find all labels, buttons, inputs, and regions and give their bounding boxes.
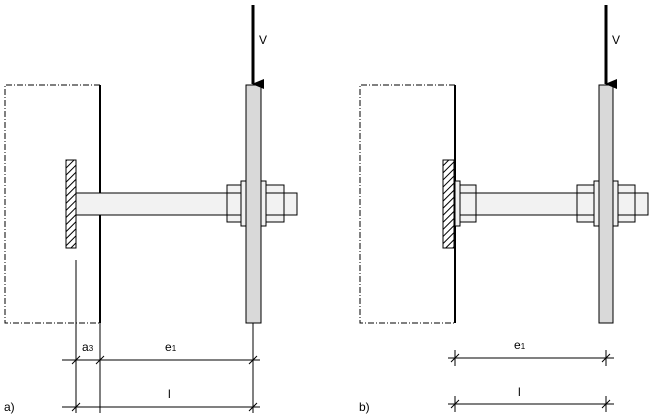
- e1-label: e1: [514, 338, 526, 352]
- tick-l-left: [450, 399, 460, 409]
- nut-left: [576, 184, 597, 223]
- panel-label-a: a): [4, 400, 15, 414]
- e1-label: e1: [165, 340, 177, 354]
- washer-left: [240, 180, 247, 227]
- panel-label-b: b): [359, 400, 370, 414]
- washer-wall: [454, 180, 461, 227]
- rod-tip: [634, 192, 649, 216]
- base-plate: [598, 84, 614, 324]
- anchor-rod: [75, 192, 228, 216]
- nut-right: [617, 184, 636, 223]
- tick-l-left: [71, 402, 81, 412]
- anchor-plate-hatched: [65, 159, 77, 249]
- nut-right: [265, 184, 285, 223]
- washer-left: [593, 180, 600, 227]
- rod-tip: [283, 192, 298, 216]
- load-label: V: [259, 33, 267, 47]
- tick-e1-right: [601, 353, 611, 363]
- load-label: V: [612, 33, 620, 47]
- tick-a3-left: [71, 355, 81, 365]
- anchor-rod: [475, 192, 578, 216]
- l-label: l: [518, 385, 521, 399]
- nut-wall: [459, 184, 477, 223]
- tick-e1-right: [248, 355, 258, 365]
- washer-right: [612, 180, 619, 227]
- tick-e1-left: [450, 353, 460, 363]
- anchor-plate-hatched: [442, 159, 455, 249]
- base-plate: [245, 84, 262, 324]
- l-label: l: [168, 387, 171, 401]
- concrete-block: [4, 84, 100, 324]
- concrete-block: [359, 84, 455, 324]
- a3-label: a3: [82, 340, 94, 354]
- washer-right: [260, 180, 267, 227]
- tick-l-right: [601, 399, 611, 409]
- diagram-a: V a3 e1 l a): [4, 5, 298, 414]
- tick-l-right: [248, 402, 258, 412]
- tick-e1-left: [95, 355, 105, 365]
- diagram-b: V e1 l b): [359, 5, 649, 414]
